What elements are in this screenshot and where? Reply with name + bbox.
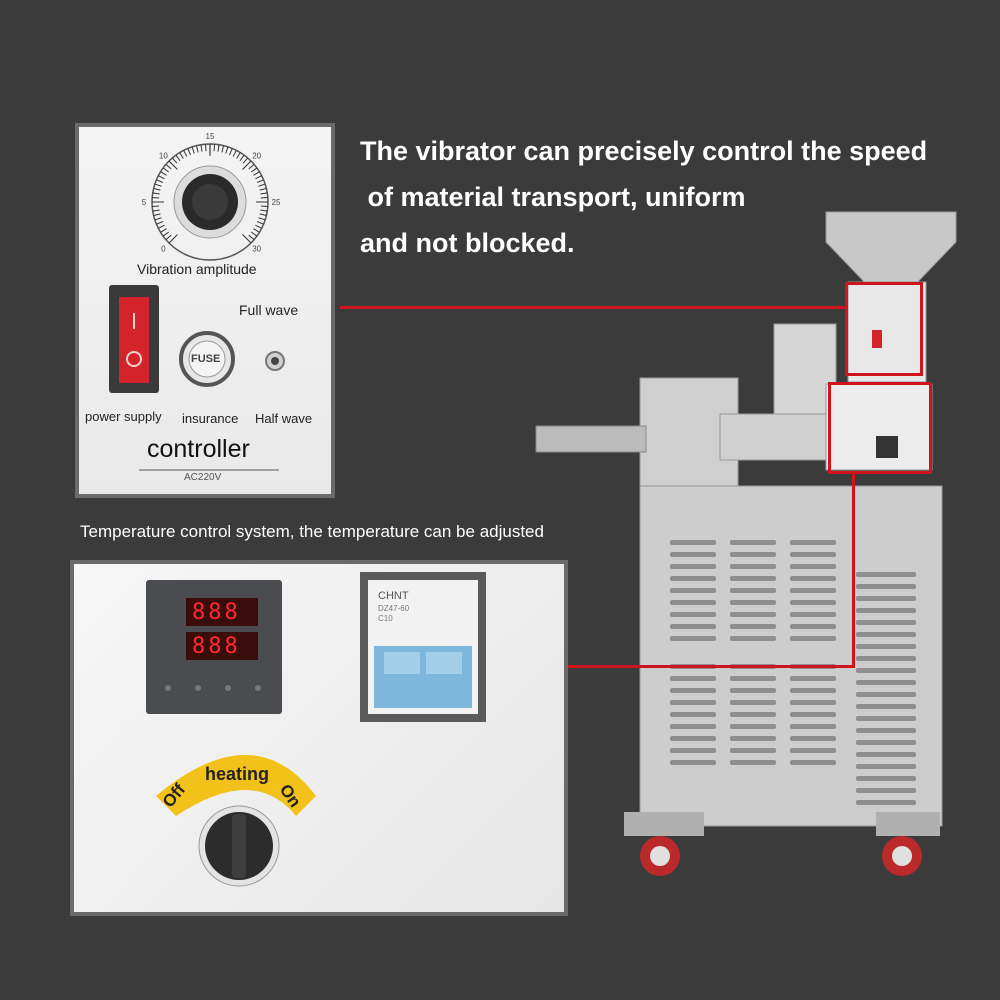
fuse-label: FUSE	[191, 353, 221, 365]
breaker-model: DZ47-60	[378, 604, 410, 613]
callout-box-lower	[828, 382, 932, 474]
display-bottom: 888	[192, 634, 241, 659]
temperature-panel: 888 888 CHNT DZ47-60 C10 heating Off On	[70, 560, 568, 916]
dial-tick-label: 5	[142, 198, 147, 207]
headline-line-1: The vibrator can precisely control the s…	[360, 136, 928, 166]
dial-tick-label: 20	[252, 151, 261, 160]
heating-label: heating	[205, 764, 270, 784]
dial-tick-label: 30	[252, 245, 261, 254]
controller-graphics: 0 5 10 15 20 25 30	[109, 132, 285, 471]
breaker-brand: CHNT	[378, 590, 409, 602]
headline: The vibrator can precisely control the s…	[360, 128, 960, 266]
controller-panel: 0 5 10 15 20 25 30 Vibration amplitude Full wa…	[75, 123, 335, 498]
callout-line-lower-h	[568, 665, 854, 668]
temperature-graphics	[146, 572, 486, 887]
dial-title: Vibration amplitude	[137, 261, 257, 277]
headline-line-2: of material transport, uniform	[360, 182, 746, 212]
controller-title: controller	[147, 435, 250, 463]
breaker-rating: C10	[378, 614, 393, 623]
dial-tick-label: 25	[272, 198, 281, 207]
full-wave-label: Full wave	[239, 302, 299, 318]
dial-tick-label: 10	[159, 151, 168, 160]
voltage-label: AC220V	[184, 472, 222, 483]
half-wave-label: Half wave	[255, 411, 313, 426]
callout-line-upper	[340, 306, 846, 309]
headline-line-3: and not blocked.	[360, 228, 575, 258]
heating-label-plate	[156, 755, 316, 816]
dial-tick-label: 0	[161, 245, 166, 254]
callout-line-lower-v	[852, 472, 855, 668]
callout-box-upper	[845, 282, 923, 376]
dial-tick-label: 15	[206, 132, 215, 141]
temperature-caption: Temperature control system, the temperat…	[80, 522, 544, 541]
power-supply-label: power supply	[85, 409, 162, 424]
insurance-label: insurance	[182, 411, 239, 426]
display-top: 888	[192, 600, 241, 625]
